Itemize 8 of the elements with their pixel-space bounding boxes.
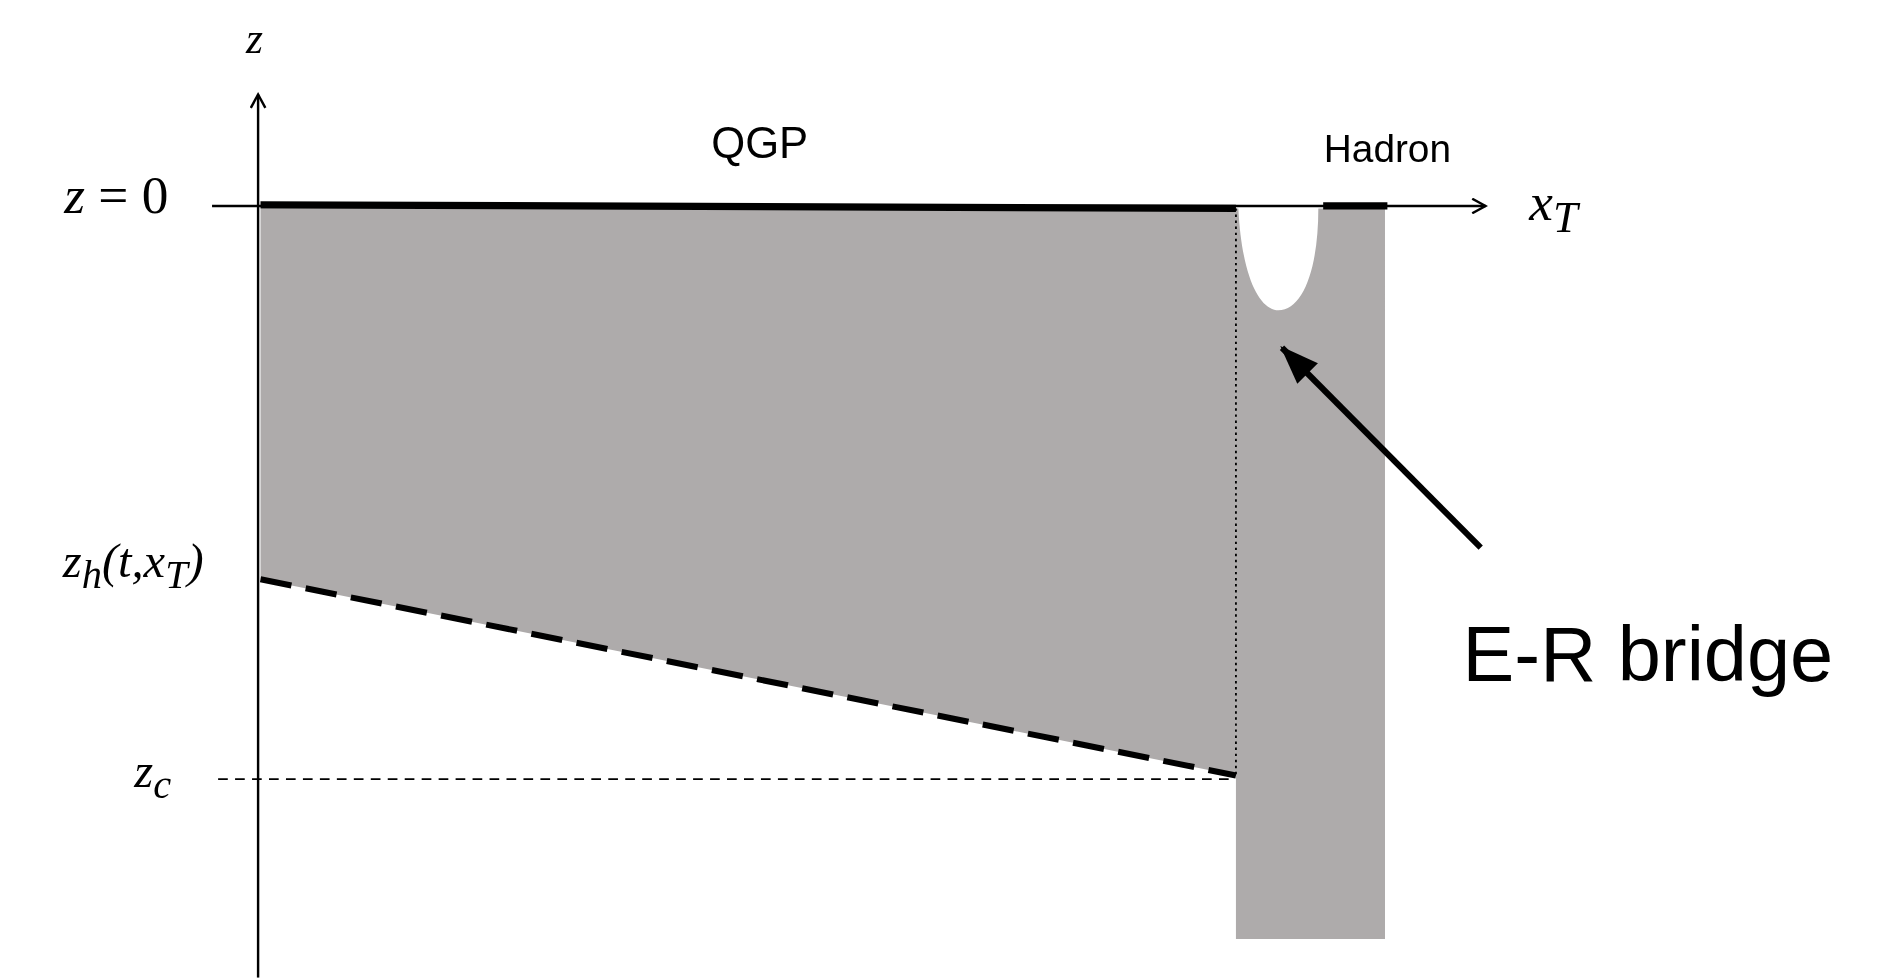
axis-label: z (245, 16, 263, 61)
horizon-label: z$_{h}$(t,x$_{T}$) (62, 537, 204, 595)
region-label: Hadron (1323, 129, 1451, 169)
critical-depth-label: z$_{c}$ (134, 746, 172, 805)
leader-arrow (1279, 345, 1483, 550)
axis-value-label: z = 0 (64, 169, 169, 223)
bridge-column (1235, 208, 1385, 940)
region-label: QGP (711, 121, 809, 165)
